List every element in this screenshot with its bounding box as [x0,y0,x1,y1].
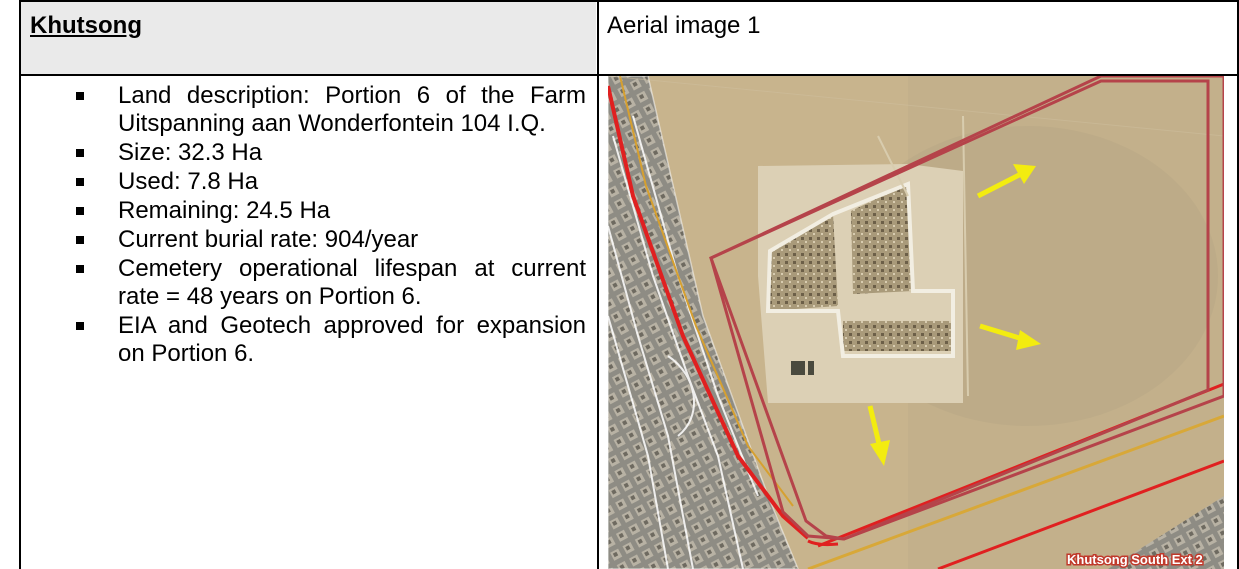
list-item: Current burial rate: 904/year [76,226,586,254]
square-bullet-icon [76,207,84,215]
map-area-label: Khutsong South Ext 2 [1067,552,1203,567]
grave-block [851,184,913,294]
square-bullet-icon [76,322,84,330]
list-item-text: Remaining: 24.5 Ha [118,197,331,224]
square-bullet-icon [76,149,84,157]
portion-6-boundary [709,79,1210,541]
list-item: Remaining: 24.5 Ha [76,197,586,225]
list-item: Land description: Portion 6 of the Farm … [76,82,586,138]
list-item-text: Size: 32.3 Ha [118,139,263,166]
list-item-text: Land description: Portion 6 of the Farm … [118,82,586,137]
list-item-text: Used: 7.8 Ha [118,168,259,195]
cemetery-boundary [709,76,1224,541]
list-item: EIA and Geotech approved for expansion o… [76,312,586,368]
square-bullet-icon [76,92,84,100]
table-border-left [19,0,21,569]
square-bullet-icon [76,236,84,244]
square-bullet-icon [76,265,84,273]
section-title: Khutsong [30,12,142,39]
list-item-text: Current burial rate: 904/year [118,226,419,253]
list-item: Used: 7.8 Ha [76,168,586,196]
list-item: Size: 32.3 Ha [76,139,586,167]
main-road [608,85,810,540]
list-item-text: EIA and Geotech approved for expansion o… [118,312,586,367]
table-border-top [19,0,1239,2]
grave-block [768,214,838,311]
table-border-header [19,74,1239,76]
square-bullet-icon [76,178,84,186]
table-border-middle [597,0,599,569]
grave-block [843,321,953,351]
table-border-right [1237,0,1239,569]
aerial-image-heading: Aerial image 1 [607,12,761,39]
list-item-text: Cemetery operational lifespan at current… [118,255,586,310]
aerial-map: Khutsong South Ext 2 [608,76,1224,569]
road-yellow [807,414,1224,569]
expansion-arrows [867,164,1041,466]
aerial-map-image: Khutsong South Ext 2 [608,76,1224,569]
list-item: Cemetery operational lifespan at current… [76,255,586,311]
header-cell-left [21,2,596,74]
details-list: Land description: Portion 6 of the Farm … [76,82,586,369]
